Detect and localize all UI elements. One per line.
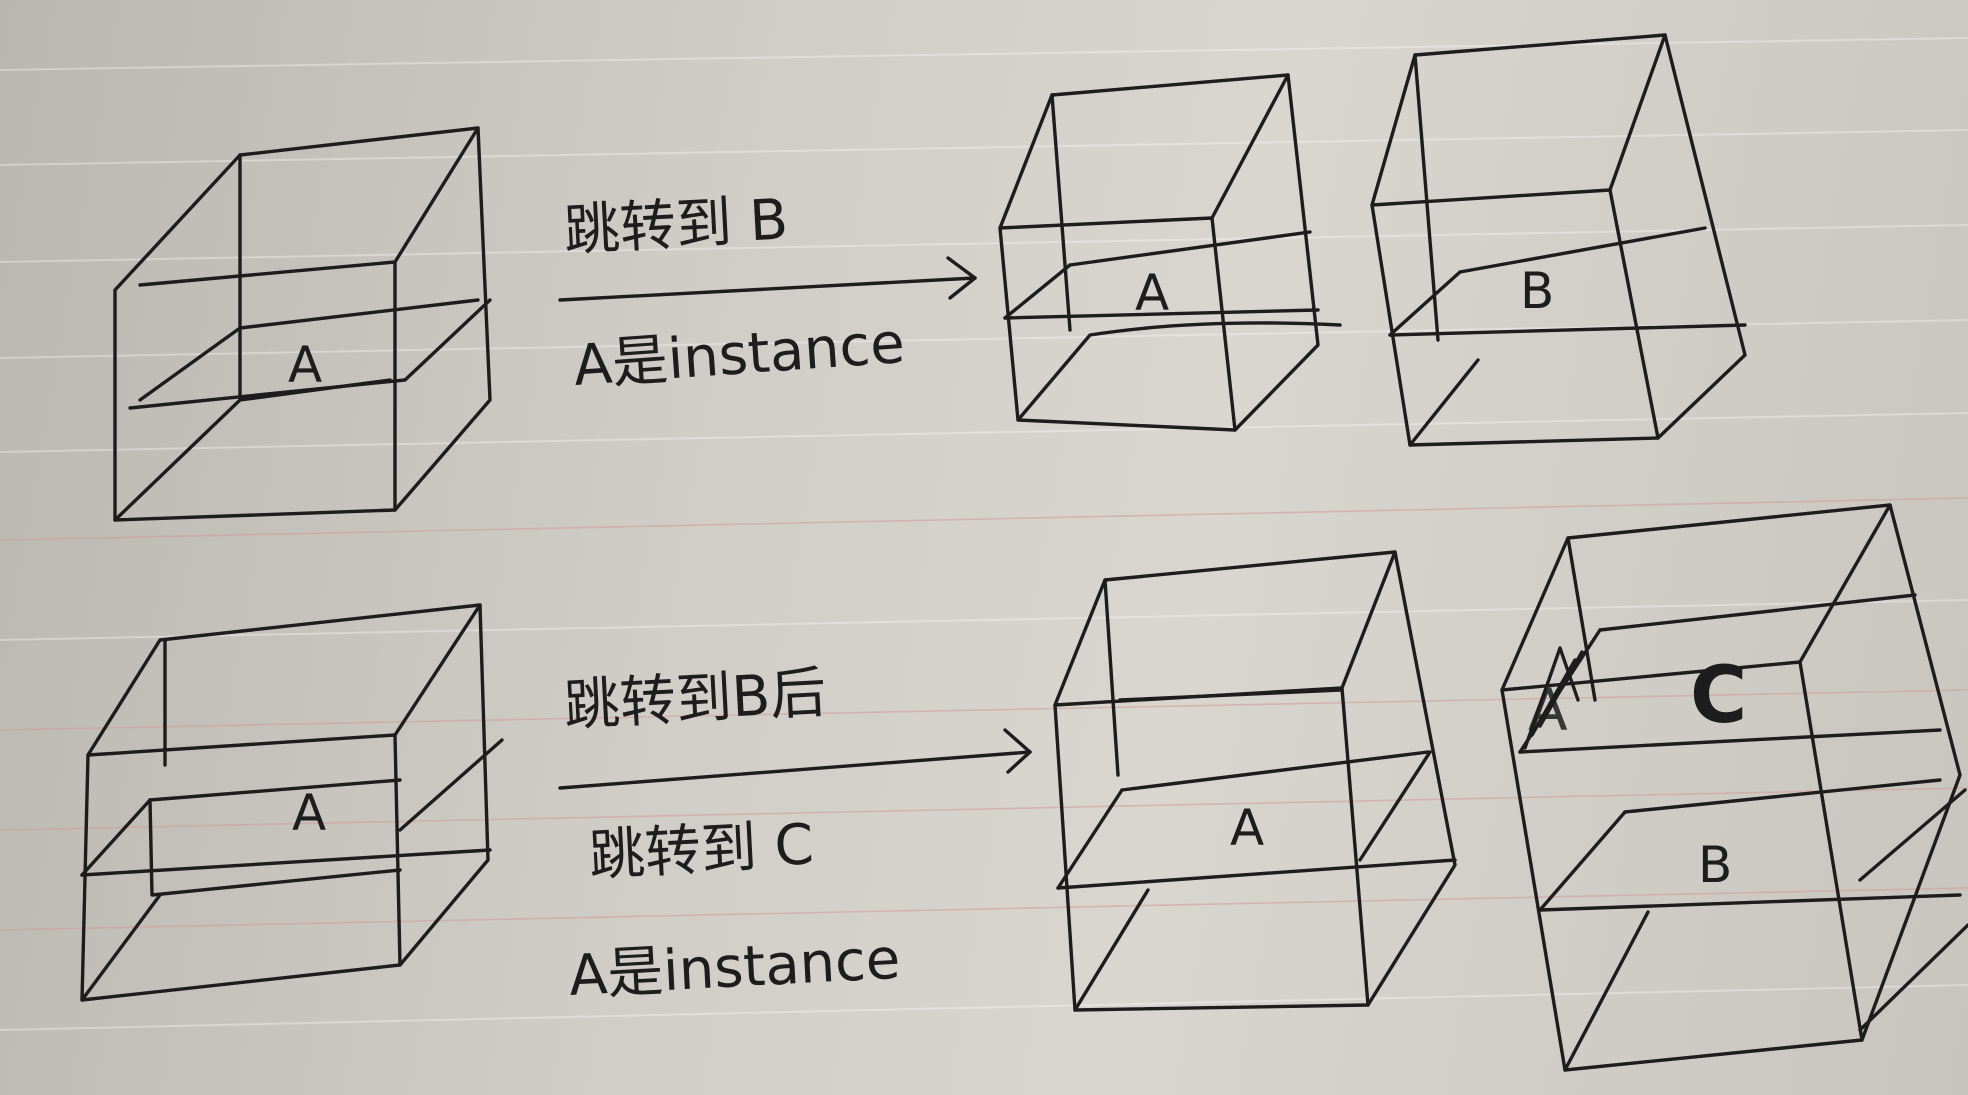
row2-arrow [558,750,1032,790]
row1-left-box-label: A [288,336,322,394]
row2-arrow-top-text: 跳转到B后 [562,660,827,739]
row2-left-box: A [80,603,504,1002]
row2-right-box-a: A [1053,550,1457,1012]
row2-arrowhead [1003,728,1032,774]
row1-right-box-b-label: B [1520,262,1554,320]
row2-scribbled-a-mark [1523,646,1584,750]
row2-left-box-label: A [292,784,326,842]
row1-arrow-top-text: 跳转到 B [562,187,789,264]
row1-arrowhead [946,256,977,300]
row1-arrow-group: 跳转到 B A是instance [558,187,977,399]
row1-arrow-bottom-text: A是instance [571,311,906,399]
row1-right-box-a-label: A [1135,264,1169,322]
row2-right-box-a-label: A [1230,799,1264,857]
row2-arrow-group: 跳转到B后 跳转到 C A是instance [558,660,1032,1009]
row2-right-box-b-label: B [1698,836,1732,894]
row1-arrow [558,276,977,302]
row2-scribbled-a: A [1528,676,1568,744]
row1-left-box: A [113,126,492,522]
row2-arrow-bottom-text-1: 跳转到 C [587,812,815,889]
row2-arrow-bottom-text-2: A是instance [567,927,901,1009]
row2-right-box-cb: A C B [1500,503,1968,1072]
row1-right-box-b: B [1370,33,1747,447]
row1-right-box-a: A [998,73,1342,432]
notebook-ruling [0,37,1968,1031]
row2-right-box-c-label: C [1690,651,1747,741]
